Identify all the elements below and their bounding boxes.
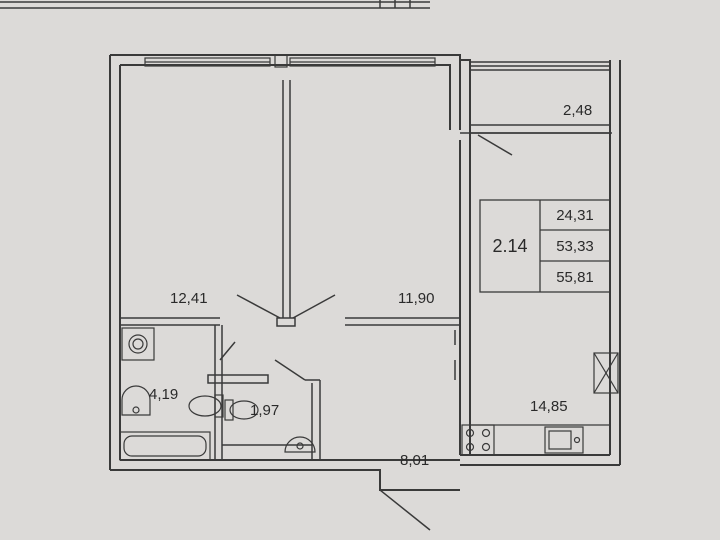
wc-sink-icon [284,436,316,453]
vent-shaft-icon [593,352,619,394]
bathroom-area: 4,19 [149,386,179,403]
hall-area: 8,01 [400,452,430,469]
balcony-walls [460,61,612,156]
toilet-icon [188,394,224,418]
washing-machine-icon [121,327,155,361]
living-area: 24,31 [556,206,594,224]
sink-icon [121,385,151,416]
bathtub-icon [119,431,211,461]
kitchen-sink-icon [544,426,584,454]
fixtures [119,327,619,461]
windows [144,54,436,68]
balcony-area: 2,48 [563,102,593,119]
stove-icon [461,424,495,456]
area-table [479,199,611,293]
total-area-with-balcony: 55,81 [556,268,594,286]
wc-toilet-icon [224,399,259,421]
total-area: 53,33 [556,237,594,255]
apartment-code: 2.14 [492,235,528,256]
toilet-area: 1,97 [250,402,280,419]
adjacent-plan-fragment [0,0,430,9]
room-left-area: 12,41 [170,290,208,307]
room-right-area: 11,90 [398,290,435,307]
kitchen-area: 14,85 [530,398,568,415]
internal-walls [120,80,460,531]
